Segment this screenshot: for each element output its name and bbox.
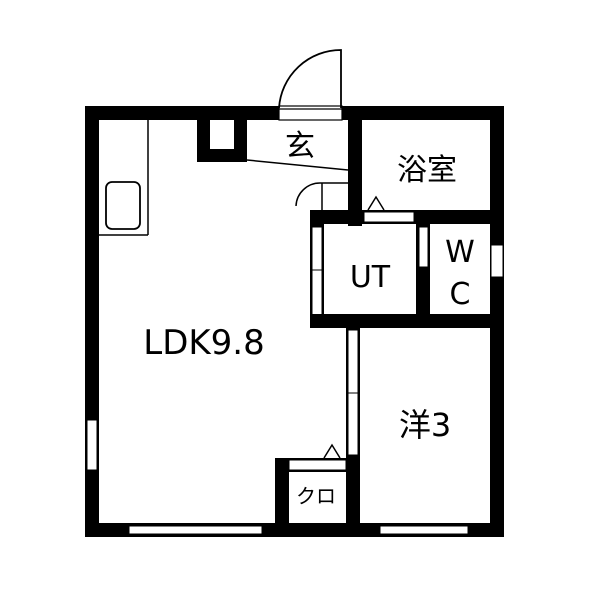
- room-label-closet: クロ: [296, 484, 336, 508]
- entrance-door[interactable]: [278, 49, 343, 121]
- wc-door[interactable]: [418, 226, 429, 268]
- western-bottom-window: [379, 525, 469, 535]
- closet-door[interactable]: [288, 459, 347, 471]
- room-label-toilet-w: W: [445, 235, 475, 270]
- door-arrow-icon: [367, 195, 385, 211]
- room-label-toilet-c: C: [450, 277, 471, 312]
- ldk-bottom-window: [128, 525, 263, 535]
- ut-door[interactable]: [311, 226, 323, 318]
- room-label-western-room: 洋3: [399, 406, 451, 444]
- room-label-bathroom: 浴室: [397, 153, 457, 188]
- entrance-step-line: [246, 159, 349, 171]
- closet: [275, 443, 360, 537]
- room-label-utility: UT: [350, 260, 391, 295]
- door-arrow-icon: [323, 443, 341, 459]
- bath-door[interactable]: [363, 211, 415, 223]
- wc-window: [490, 244, 504, 278]
- shoe-box-door[interactable]: [295, 182, 348, 212]
- ldk-left-window: [86, 419, 98, 471]
- wall-ut-bottom: [310, 314, 504, 328]
- sink-icon: [105, 181, 141, 230]
- wall-ldk-western: [346, 328, 360, 537]
- pillar: [197, 120, 247, 162]
- room-label-ldk: LDK9.8: [143, 323, 265, 363]
- wall-entrance-bath: [348, 106, 362, 226]
- kitchen-counter: [99, 120, 149, 236]
- room-label-entrance: 玄: [285, 129, 315, 164]
